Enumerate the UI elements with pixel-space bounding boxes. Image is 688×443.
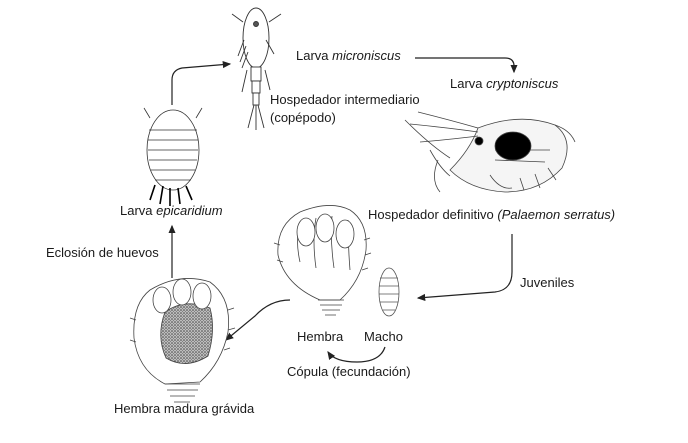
label-epicaridium: Larva epicaridium — [120, 203, 223, 219]
crypto-name: cryptoniscus — [486, 76, 559, 91]
label-micro: Larva microniscus — [296, 48, 401, 64]
epi-prefix: Larva — [120, 203, 157, 218]
label-crypto: Larva cryptoniscus — [450, 76, 558, 92]
label-male: Macho — [364, 329, 404, 344]
epicaridium-larva-icon — [143, 107, 203, 206]
arrow-epicaridium-to-copepod — [171, 61, 232, 105]
arrow-copulation — [327, 346, 386, 363]
copepod-icon — [231, 7, 282, 130]
definitive-host: Hospedador definitivo — [368, 207, 498, 222]
gravid-female-icon — [129, 278, 236, 403]
label-definitive-host: Hospedador definitivo (Palaemon serratus… — [368, 207, 615, 223]
shrimp-icon — [404, 111, 576, 193]
crypto-prefix: Larva — [450, 76, 487, 91]
epi-name: epicaridium — [156, 203, 223, 218]
arrow-female-to-gravid — [225, 299, 291, 341]
label-gravid-female: Hembra madura grávida — [114, 401, 255, 416]
male-isopod-icon — [378, 267, 400, 317]
female-isopod-icon — [273, 205, 372, 316]
arrow-shrimp-to-juveniles — [416, 234, 513, 302]
micro-name: microniscus — [332, 48, 401, 63]
micro-prefix: Larva — [296, 48, 333, 63]
definitive-host-species: (Palaemon serratus) — [497, 207, 616, 222]
arrow-micro-to-crypto — [415, 57, 518, 74]
label-hatching: Eclosión de huevos — [46, 245, 159, 260]
label-intermediate-host-2: (copépodo) — [270, 110, 336, 125]
label-intermediate-host-1: Hospedador intermediario — [270, 92, 420, 107]
label-copulation: Cópula (fecundación) — [287, 364, 411, 379]
label-female: Hembra — [297, 329, 344, 344]
label-juveniles: Juveniles — [520, 275, 575, 290]
